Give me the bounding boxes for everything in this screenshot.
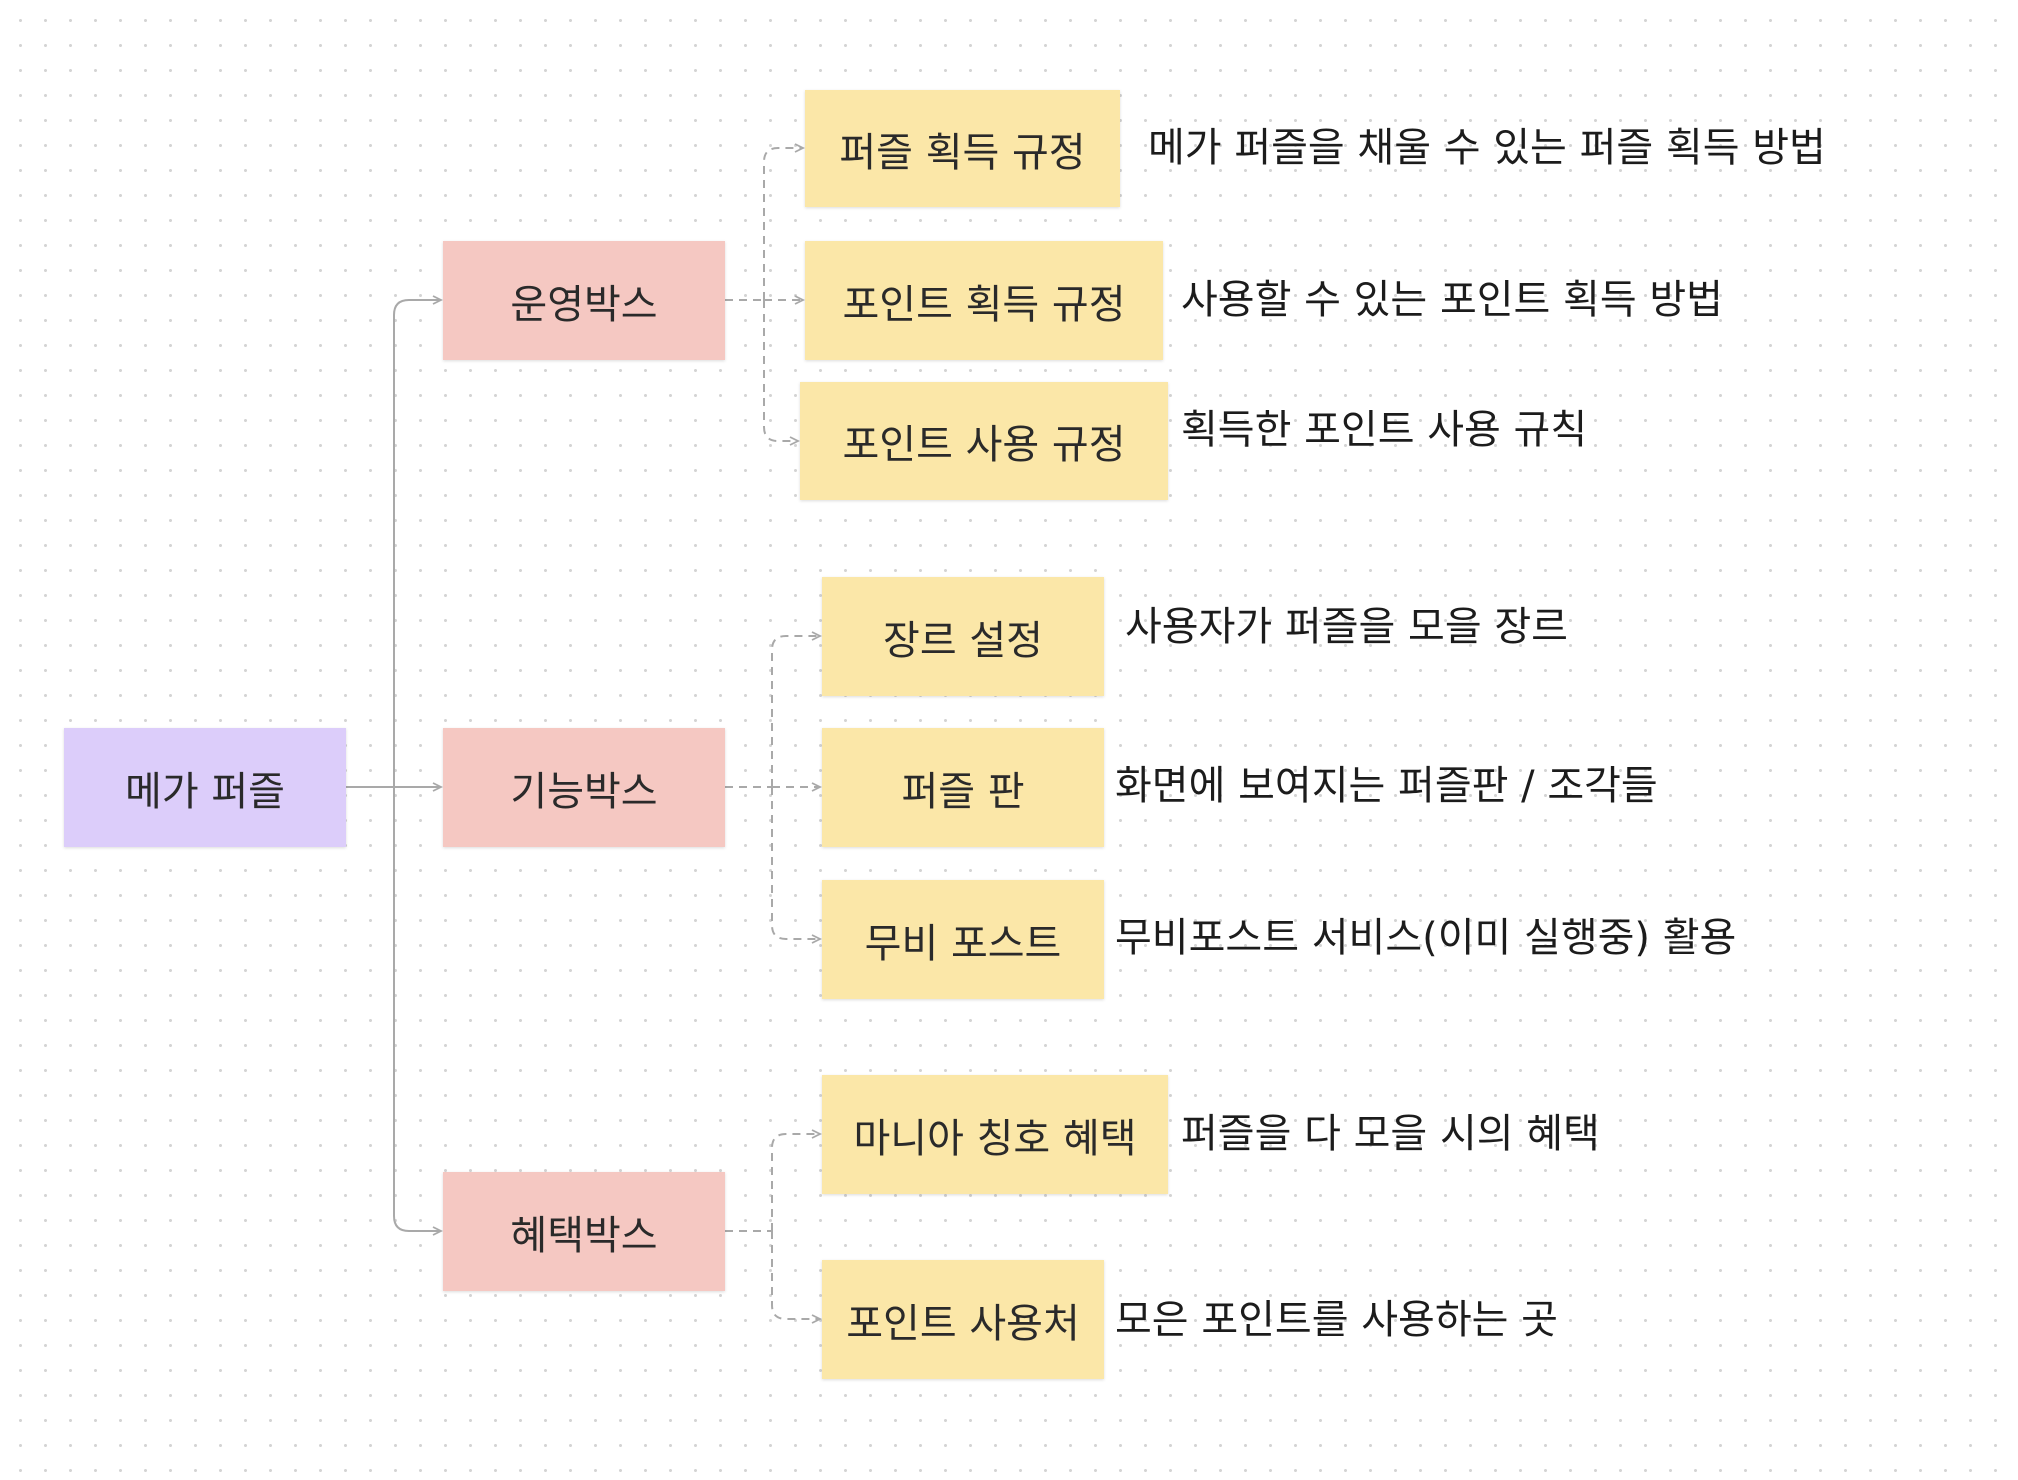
group-node-label: 운영박스: [510, 281, 658, 328]
connector-g2-to-l4: [771, 636, 820, 787]
connector-g1-to-l3: [763, 300, 798, 441]
leaf-node-label: 퍼즐 획득 규정: [839, 129, 1086, 176]
leaf-description: 메가 퍼즐을 채울 수 있는 퍼즐 획득 방법: [1148, 125, 1826, 171]
leaf-node-label: 포인트 사용처: [846, 1300, 1080, 1347]
leaf-description: 화면에 보여지는 퍼즐판 / 조각들: [1115, 763, 1658, 809]
leaf-node-puzzle-acquisition-rule[interactable]: 퍼즐 획득 규정: [805, 90, 1120, 207]
leaf-description: 사용자가 퍼즐을 모을 장르: [1125, 604, 1568, 650]
leaf-node-label: 퍼즐 판: [901, 768, 1025, 815]
leaf-node-movie-post[interactable]: 무비 포스트: [822, 880, 1104, 999]
group-node-label: 기능박스: [510, 768, 658, 815]
leaf-node-label: 포인트 사용 규정: [842, 422, 1126, 468]
leaf-node-label: 포인트 획득 규정: [842, 281, 1126, 328]
leaf-node-label: 장르 설정: [883, 617, 1043, 664]
connector-g1-to-l1: [763, 148, 803, 300]
leaf-description: 획득한 포인트 사용 규칙: [1181, 407, 1588, 453]
leaf-node-puzzle-board[interactable]: 퍼즐 판: [822, 728, 1104, 847]
leaf-node-point-usage-rule[interactable]: 포인트 사용 규정: [800, 382, 1168, 500]
group-node-label: 혜택박스: [510, 1212, 658, 1259]
connector-g3-to-l8: [771, 1231, 820, 1319]
leaf-description: 퍼즐을 다 모을 시의 혜택: [1181, 1111, 1600, 1157]
connector-g2-to-l6: [771, 787, 820, 939]
connector-g3-to-l7: [771, 1134, 820, 1231]
group-node-operations[interactable]: 운영박스: [443, 241, 725, 360]
group-connectors: [725, 148, 820, 1319]
root-connectors: [346, 300, 441, 1231]
leaf-node-point-usage-place[interactable]: 포인트 사용처: [822, 1260, 1104, 1379]
connector-root-to-g1: [378, 300, 441, 788]
leaf-node-mania-title-benefit[interactable]: 마니아 칭호 혜택: [822, 1075, 1168, 1194]
leaf-node-label: 마니아 칭호 혜택: [853, 1115, 1137, 1162]
group-node-features[interactable]: 기능박스: [443, 728, 725, 847]
group-node-benefits[interactable]: 혜택박스: [443, 1172, 725, 1291]
root-node-label: 메가 퍼즐: [125, 768, 285, 815]
leaf-description: 사용할 수 있는 포인트 획득 방법: [1181, 277, 1723, 323]
root-node[interactable]: 메가 퍼즐: [64, 728, 346, 847]
connector-root-to-g3: [378, 786, 441, 1231]
leaf-node-point-acquisition-rule[interactable]: 포인트 획득 규정: [805, 241, 1163, 360]
leaf-description: 무비포스트 서비스(이미 실행중) 활용: [1115, 915, 1737, 961]
leaf-node-label: 무비 포스트: [864, 920, 1062, 967]
leaf-node-genre-setting[interactable]: 장르 설정: [822, 577, 1104, 696]
leaf-description: 모은 포인트를 사용하는 곳: [1115, 1297, 1558, 1343]
